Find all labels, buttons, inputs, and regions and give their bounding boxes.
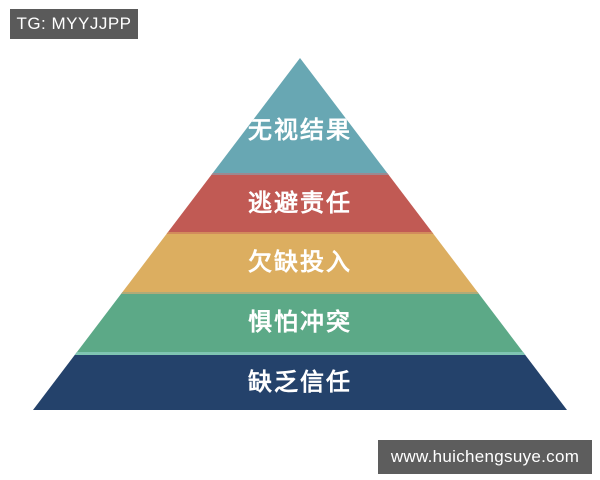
pyramid-level-fourth: 惧怕冲突 (33, 292, 567, 352)
pyramid-level-second-label: 逃避责任 (248, 189, 352, 217)
pyramid-level-fourth-label: 惧怕冲突 (248, 309, 352, 336)
pyramid-level-third-label: 欠缺投入 (248, 249, 352, 276)
pyramid-level-base-label: 缺乏信任 (248, 368, 352, 396)
watermark-tg-badge: TG: MYYJJPP (10, 9, 138, 39)
pyramid-level-second: 逃避责任 (33, 173, 567, 232)
pyramid-level-top-label: 无视结果 (248, 116, 352, 144)
watermark-url-text: www.huichengsuye.com (390, 447, 580, 466)
pyramid-level-third: 欠缺投入 (33, 232, 567, 292)
watermark-url-badge: www.huichengsuye.com (378, 440, 592, 474)
watermark-tg-text: TG: MYYJJPP (16, 14, 132, 33)
pyramid-level-top: 无视结果 (33, 58, 567, 173)
team-dysfunctions-pyramid: 无视结果 逃避责任 欠缺投入 惧怕冲突 缺乏信任 (33, 58, 567, 410)
pyramid-level-base: 缺乏信任 (33, 352, 567, 410)
